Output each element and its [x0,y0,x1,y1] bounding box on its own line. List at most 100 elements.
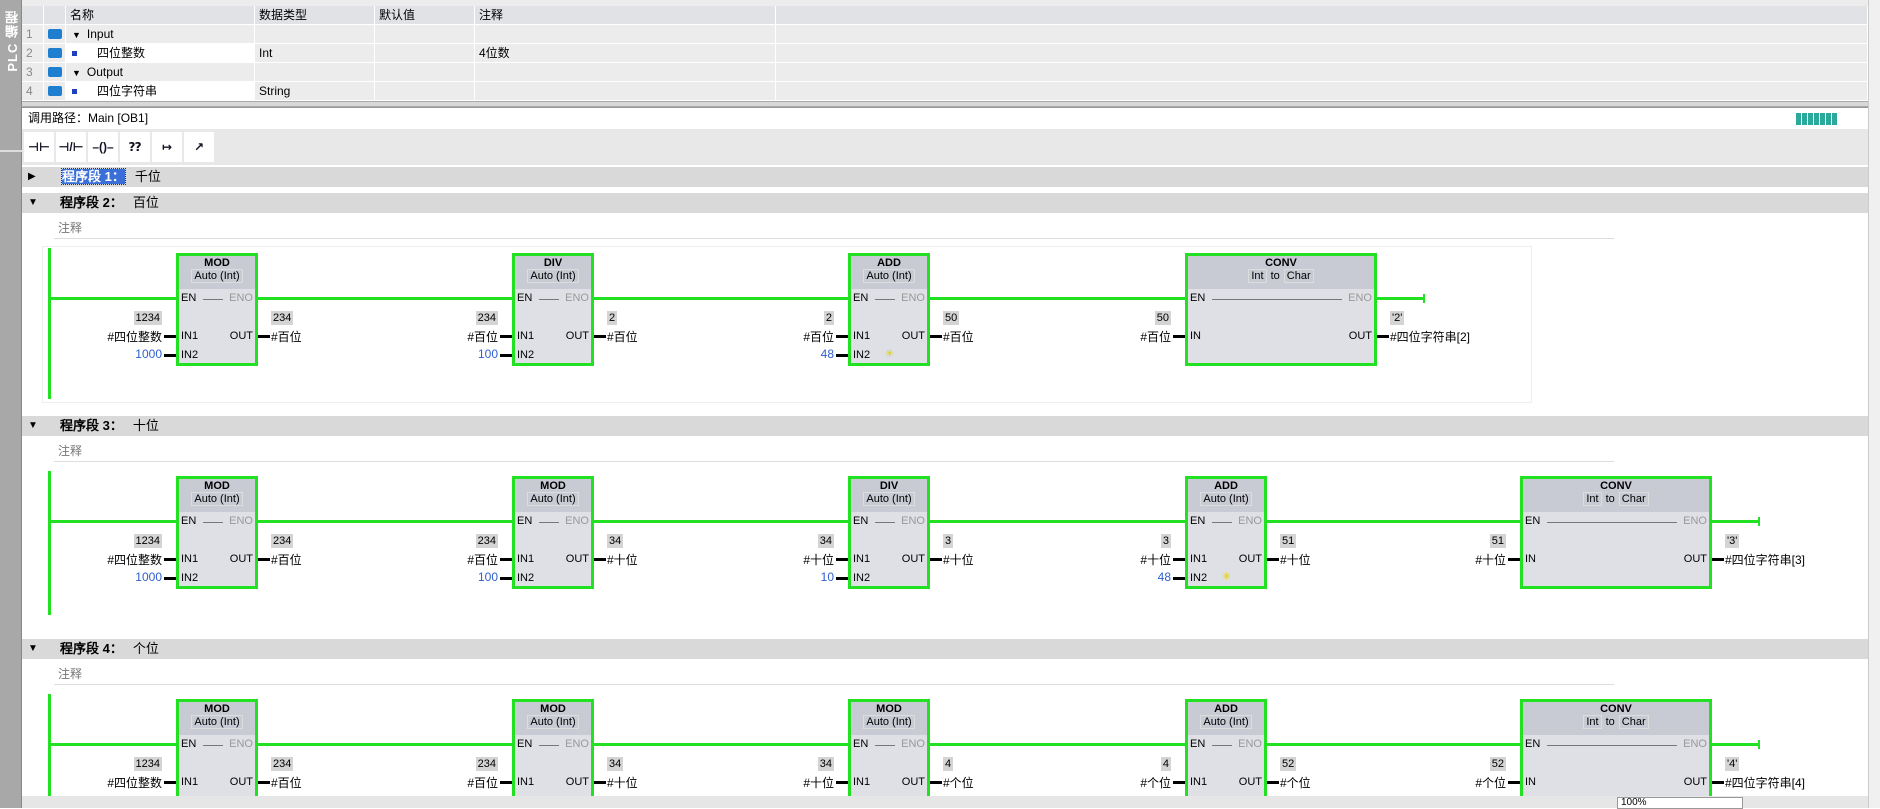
input-operand[interactable]: #个位 [1475,776,1506,790]
plc-programming-side-tab[interactable]: PLC 编程 [0,0,22,808]
network-comment[interactable]: 注释 [54,663,1614,685]
input-operand[interactable]: #十位 [1475,553,1506,567]
output-operand[interactable]: #四位字符串[2] [1390,330,1471,344]
conv-type[interactable]: Int [1583,492,1602,506]
input-operand[interactable]: #百位 [1140,330,1171,344]
input-operand[interactable]: 100 [477,347,498,361]
output-operand[interactable]: #百位 [271,776,302,790]
expand-triangle-icon[interactable]: ▼ [72,30,81,40]
data-type-select[interactable]: Auto (Int) [191,492,243,506]
data-type-select[interactable]: Auto (Int) [191,715,243,729]
input-operand[interactable]: #百位 [467,330,498,344]
normally-open-contact-button[interactable]: ⊣⊢ [24,132,54,162]
output-operand[interactable]: #十位 [943,553,974,567]
input-operand[interactable]: #十位 [1140,553,1171,567]
vertical-scrollbar[interactable] [1868,0,1880,808]
data-type-select[interactable]: Auto (Int) [863,269,915,283]
open-branch-button[interactable]: ↦ [152,132,182,162]
input-operand[interactable]: #百位 [803,330,834,344]
network-name[interactable]: 十位 [132,418,159,433]
comment-cell[interactable] [475,63,776,81]
network-comment[interactable]: 注释 [54,217,1614,239]
data-type-select[interactable]: Auto (Int) [191,269,243,283]
conv-type[interactable]: to [1605,493,1615,505]
empty-box-button[interactable]: ⁇ [120,132,150,162]
output-operand[interactable]: #十位 [607,776,638,790]
input-operand[interactable]: 100 [477,570,498,584]
input-operand[interactable]: #四位整数 [107,330,162,344]
data-type-select[interactable]: Auto (Int) [527,492,579,506]
collapse-arrow-icon[interactable]: ▼ [28,197,38,208]
default-cell[interactable] [375,63,475,81]
name-cell[interactable]: ▼Output [66,63,255,81]
name-cell[interactable]: 四位字符串 [66,82,255,100]
input-operand[interactable]: #百位 [467,776,498,790]
network-header[interactable]: ▼程序段 2：百位 [22,193,1868,213]
input-operand[interactable]: #十位 [803,776,834,790]
normally-closed-contact-button[interactable]: ⊣/⊢ [56,132,86,162]
column-header-default[interactable]: 默认值 [375,6,475,24]
default-cell[interactable] [375,44,475,62]
data-type-select[interactable]: Auto (Int) [863,715,915,729]
network-name[interactable]: 百位 [132,195,159,210]
column-header-name[interactable]: 名称 [66,6,255,24]
output-operand[interactable]: #百位 [607,330,638,344]
output-operand[interactable]: #百位 [943,330,974,344]
name-cell[interactable]: ▼Input [66,25,255,43]
input-operand[interactable]: #四位整数 [107,553,162,567]
conv-type[interactable]: Int [1583,715,1602,729]
input-operand[interactable]: #四位整数 [107,776,162,790]
conv-type[interactable]: Char [1283,269,1314,283]
comment-cell[interactable]: 4位数 [475,44,776,62]
coil-button[interactable]: –()– [88,132,118,162]
default-cell[interactable] [375,25,475,43]
input-operand[interactable]: #十位 [803,553,834,567]
network-header[interactable]: ▼程序段 4：个位 [22,639,1868,659]
data-type-select[interactable]: Auto (Int) [527,715,579,729]
output-operand[interactable]: #百位 [271,553,302,567]
input-operand[interactable]: 48 [1157,570,1171,584]
type-cell[interactable]: String [255,82,375,100]
input-operand[interactable]: 10 [820,570,834,584]
output-operand[interactable]: #四位字符串[3] [1725,553,1806,567]
splitter-handle[interactable] [22,101,1868,107]
conv-type[interactable]: to [1270,270,1280,282]
conv-type[interactable]: to [1605,716,1615,728]
output-operand[interactable]: #四位字符串[4] [1725,776,1806,790]
column-header-type[interactable]: 数据类型 [255,6,375,24]
output-operand[interactable]: #十位 [1280,553,1311,567]
input-operand[interactable]: 48 [820,347,834,361]
column-header-comment[interactable]: 注释 [475,6,776,24]
data-type-select[interactable]: Auto (Int) [1200,715,1252,729]
data-type-select[interactable]: Auto (Int) [1200,492,1252,506]
table-row[interactable]: 3▼Output [22,63,1868,82]
conv-type[interactable]: Char [1618,492,1649,506]
comment-cell[interactable] [475,25,776,43]
network-header[interactable]: ▶程序段 1：千位 [22,167,1868,187]
output-operand[interactable]: #个位 [943,776,974,790]
expand-arrow-icon[interactable]: ▶ [28,171,36,182]
zoom-select[interactable]: 100% [1617,797,1743,809]
input-operand[interactable]: 1000 [135,347,162,361]
network-name[interactable]: 个位 [132,641,159,656]
network-comment[interactable]: 注释 [54,440,1614,462]
expand-triangle-icon[interactable]: ▼ [72,68,81,78]
type-cell[interactable] [255,25,375,43]
data-type-select[interactable]: Auto (Int) [527,269,579,283]
collapse-arrow-icon[interactable]: ▼ [28,643,38,654]
input-operand[interactable]: 1000 [135,570,162,584]
